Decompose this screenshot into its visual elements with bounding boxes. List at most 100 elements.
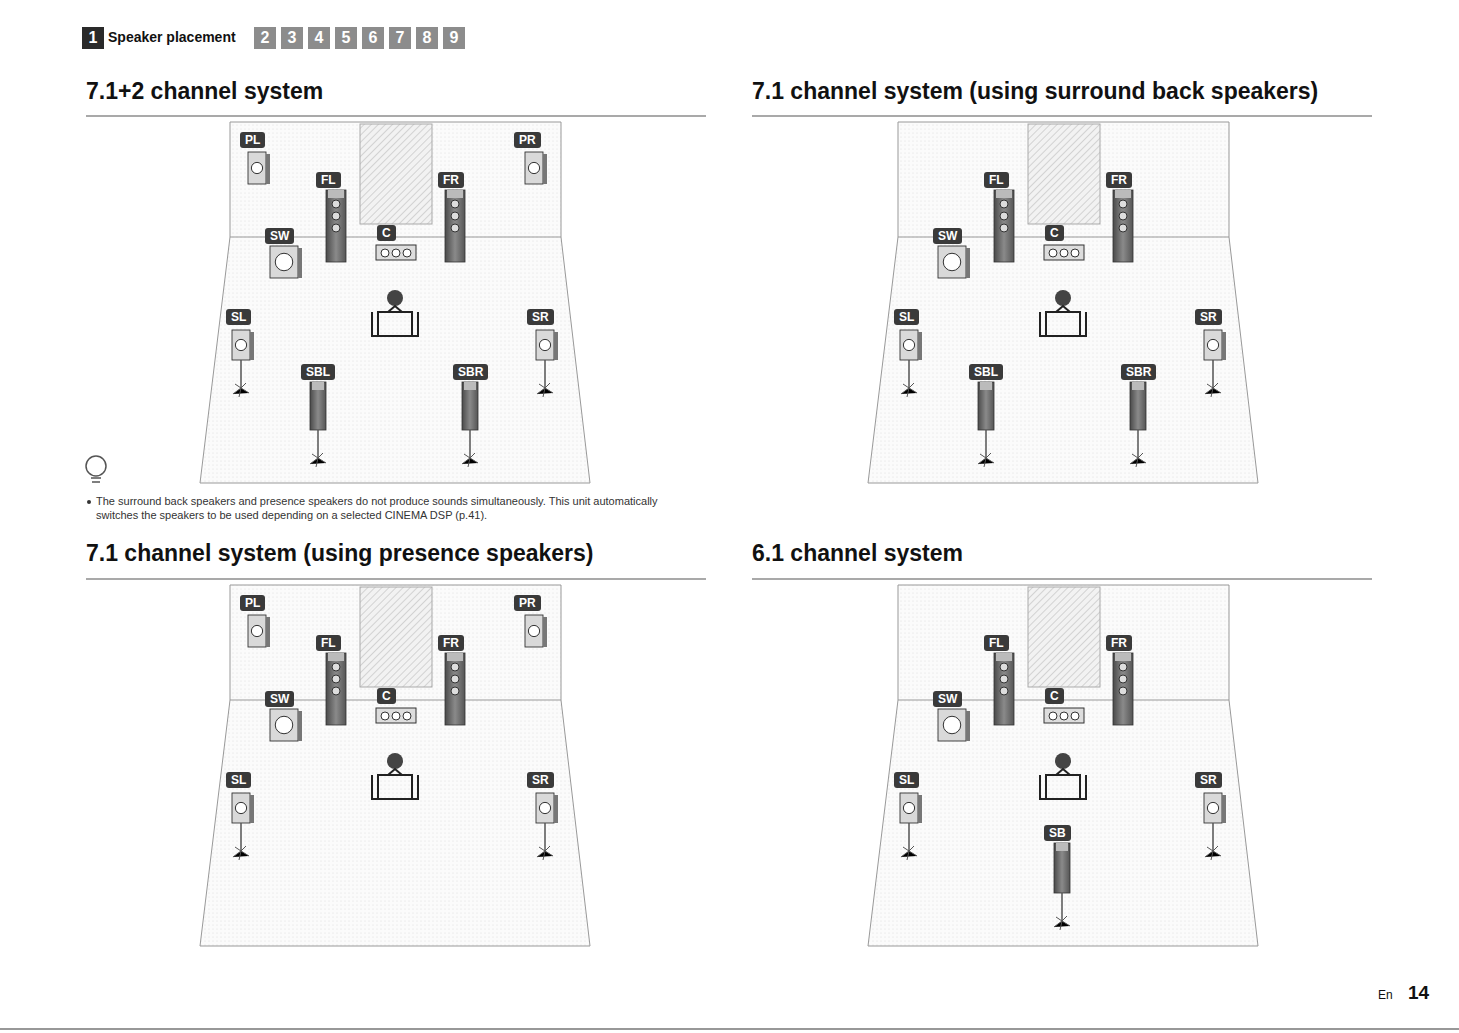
tip-icon: [86, 456, 106, 476]
speaker-top: [464, 382, 476, 390]
subwoofer: [270, 709, 298, 741]
page-header: Speaker placement: [108, 29, 236, 45]
driver: [275, 253, 293, 271]
driver: [251, 162, 262, 173]
tower-speaker: [326, 653, 346, 725]
driver: [1000, 663, 1008, 671]
driver: [332, 675, 340, 683]
driver: [451, 200, 459, 208]
speaker-label: FL: [316, 635, 341, 651]
section-heading: 6.1 channel system: [752, 540, 963, 567]
surround-speaker-side: [554, 332, 558, 360]
driver: [1000, 200, 1008, 208]
driver: [332, 663, 340, 671]
driver: [332, 200, 340, 208]
driver: [1119, 675, 1127, 683]
speaker-top: [996, 190, 1012, 198]
driver: [235, 339, 246, 350]
driver: [528, 162, 539, 173]
speaker-label: FL: [316, 172, 341, 188]
speaker-label: PR: [514, 132, 541, 148]
center-speaker: [1044, 245, 1084, 260]
language-mark: En: [1378, 988, 1393, 1002]
driver: [332, 687, 340, 695]
driver: [943, 253, 961, 271]
page-rule: [0, 1028, 1459, 1029]
room-outline: [868, 122, 1258, 483]
tv-screen: [360, 124, 432, 224]
section-tab: 6: [362, 27, 384, 49]
tower-speaker: [1130, 382, 1146, 430]
driver: [332, 212, 340, 220]
section-panel: 6.1 channel system: [752, 540, 963, 567]
speaker-label: SW: [933, 691, 962, 707]
driver: [235, 802, 246, 813]
section-panel: 7.1+2 channel system: [86, 78, 323, 105]
driver: [1060, 249, 1068, 257]
section-panel: 7.1 channel system (using presence speak…: [86, 540, 594, 567]
speaker-stand: [544, 360, 546, 388]
heading-rule: [86, 115, 706, 116]
presence-speaker-side: [543, 154, 547, 184]
tower-speaker: [1113, 653, 1133, 725]
subwoofer-side: [298, 711, 302, 741]
heading-rule: [752, 578, 1372, 579]
subwoofer-side: [966, 711, 970, 741]
tv-screen: [1028, 587, 1100, 687]
tower-speaker: [445, 190, 465, 262]
speaker-label: PL: [240, 595, 265, 611]
driver: [1049, 712, 1057, 720]
section-panel: 7.1 channel system (using surround back …: [752, 78, 1318, 105]
surround-speaker: [536, 793, 554, 823]
speaker-label: SR: [527, 309, 554, 325]
driver: [1000, 687, 1008, 695]
speaker-stand: [908, 360, 910, 388]
center-speaker: [376, 245, 416, 260]
driver: [1119, 687, 1127, 695]
speaker-label: FR: [438, 635, 464, 651]
speaker-stand: [1212, 360, 1214, 388]
driver: [528, 625, 539, 636]
tower-speaker: [310, 382, 326, 430]
tower-speaker: [462, 382, 478, 430]
speaker-label: SL: [226, 772, 251, 788]
stand-feet: [901, 383, 917, 397]
surround-speaker-side: [250, 795, 254, 823]
presence-speaker-side: [543, 617, 547, 647]
heading-rule: [86, 578, 706, 579]
listener-head: [387, 290, 403, 306]
stand-feet: [233, 846, 249, 860]
subwoofer-side: [298, 248, 302, 278]
driver: [1119, 663, 1127, 671]
speaker-label: FR: [438, 172, 464, 188]
speaker-top: [328, 653, 344, 661]
presence-speaker: [525, 615, 543, 647]
surround-speaker: [232, 330, 250, 360]
speaker-label: SBL: [301, 364, 335, 380]
listener-seat: [1040, 769, 1086, 799]
presence-speaker-side: [266, 154, 270, 184]
section-tab: 4: [308, 27, 330, 49]
driver: [1000, 212, 1008, 220]
driver: [1207, 339, 1218, 350]
driver: [1119, 224, 1127, 232]
section-heading: 7.1 channel system (using surround back …: [752, 78, 1318, 105]
page-number: 14: [1408, 982, 1429, 1004]
speaker-label: SBR: [1121, 364, 1156, 380]
speaker-top: [328, 190, 344, 198]
driver: [1071, 712, 1079, 720]
speaker-stand: [985, 430, 987, 458]
presence-speaker: [525, 152, 543, 184]
speaker-stand: [1061, 893, 1063, 921]
stand-feet: [1205, 383, 1221, 397]
speaker-label: SL: [226, 309, 251, 325]
section-tab: 9: [443, 27, 465, 49]
section-tab: 5: [335, 27, 357, 49]
listener-head: [1055, 753, 1071, 769]
subwoofer: [270, 246, 298, 278]
speaker-label: FR: [1106, 635, 1132, 651]
speaker-top: [447, 190, 463, 198]
section-tab: 3: [281, 27, 303, 49]
stand-feet: [537, 383, 553, 397]
surround-speaker-side: [918, 332, 922, 360]
